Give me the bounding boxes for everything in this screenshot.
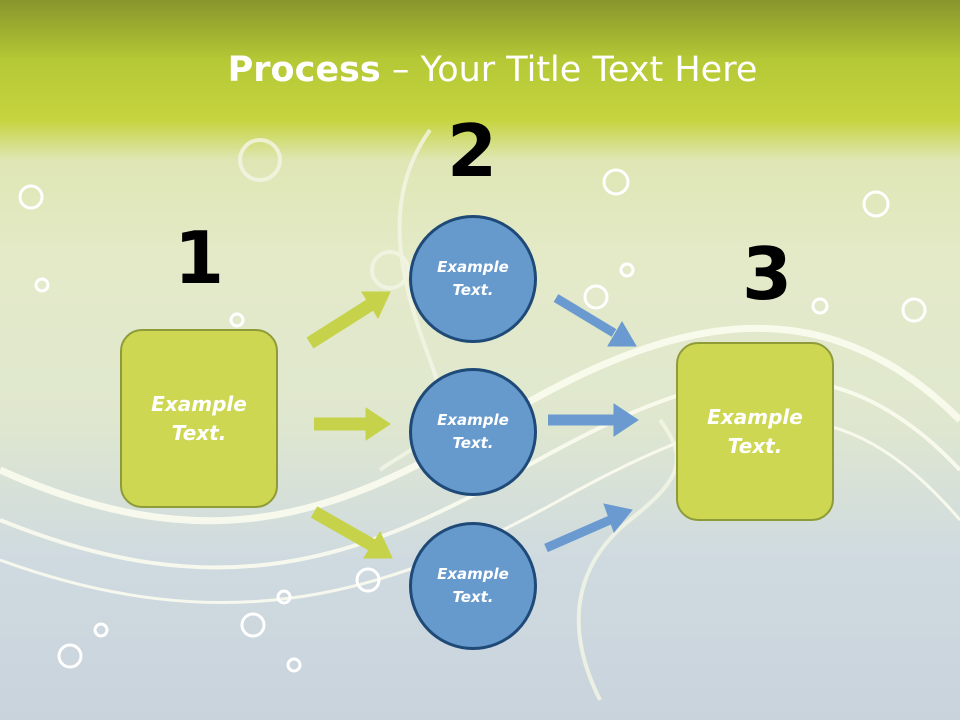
- wave-line: [0, 418, 960, 605]
- slide-title: Process – Your Title Text Here: [0, 50, 960, 90]
- step-2-circle: Example Text.: [409, 215, 537, 343]
- title-bold: Process: [227, 50, 381, 90]
- box-text-line: Text.: [171, 420, 227, 445]
- step-3-box: Example Text.: [676, 342, 834, 521]
- box-text-line: Text.: [727, 433, 783, 458]
- step-number-2: 2: [446, 109, 498, 193]
- circle-text-line: Example: [437, 258, 509, 276]
- step-number-3: 3: [741, 232, 793, 316]
- green-arrow: [314, 407, 391, 441]
- step-2-circle: Example Text.: [409, 368, 537, 496]
- blue-arrow: [548, 403, 639, 437]
- circle-text-line: Text.: [452, 434, 494, 452]
- box-text-line: Example: [151, 391, 247, 416]
- circle-text-line: Text.: [452, 588, 494, 606]
- step-2-circle: Example Text.: [409, 522, 537, 650]
- green-arrow: [310, 506, 393, 559]
- green-arrow: [306, 291, 391, 349]
- box-text-line: Example: [707, 404, 803, 429]
- bubble-decoration: [18, 168, 927, 673]
- blue-arrow: [544, 503, 633, 553]
- step-1-box: Example Text.: [120, 329, 278, 508]
- circle-text-line: Example: [437, 565, 509, 583]
- circle-text-line: Example: [437, 411, 509, 429]
- circle-text-line: Text.: [452, 281, 494, 299]
- blue-arrow: [553, 294, 637, 347]
- step-number-1: 1: [173, 216, 225, 300]
- title-rest: – Your Title Text Here: [380, 50, 758, 90]
